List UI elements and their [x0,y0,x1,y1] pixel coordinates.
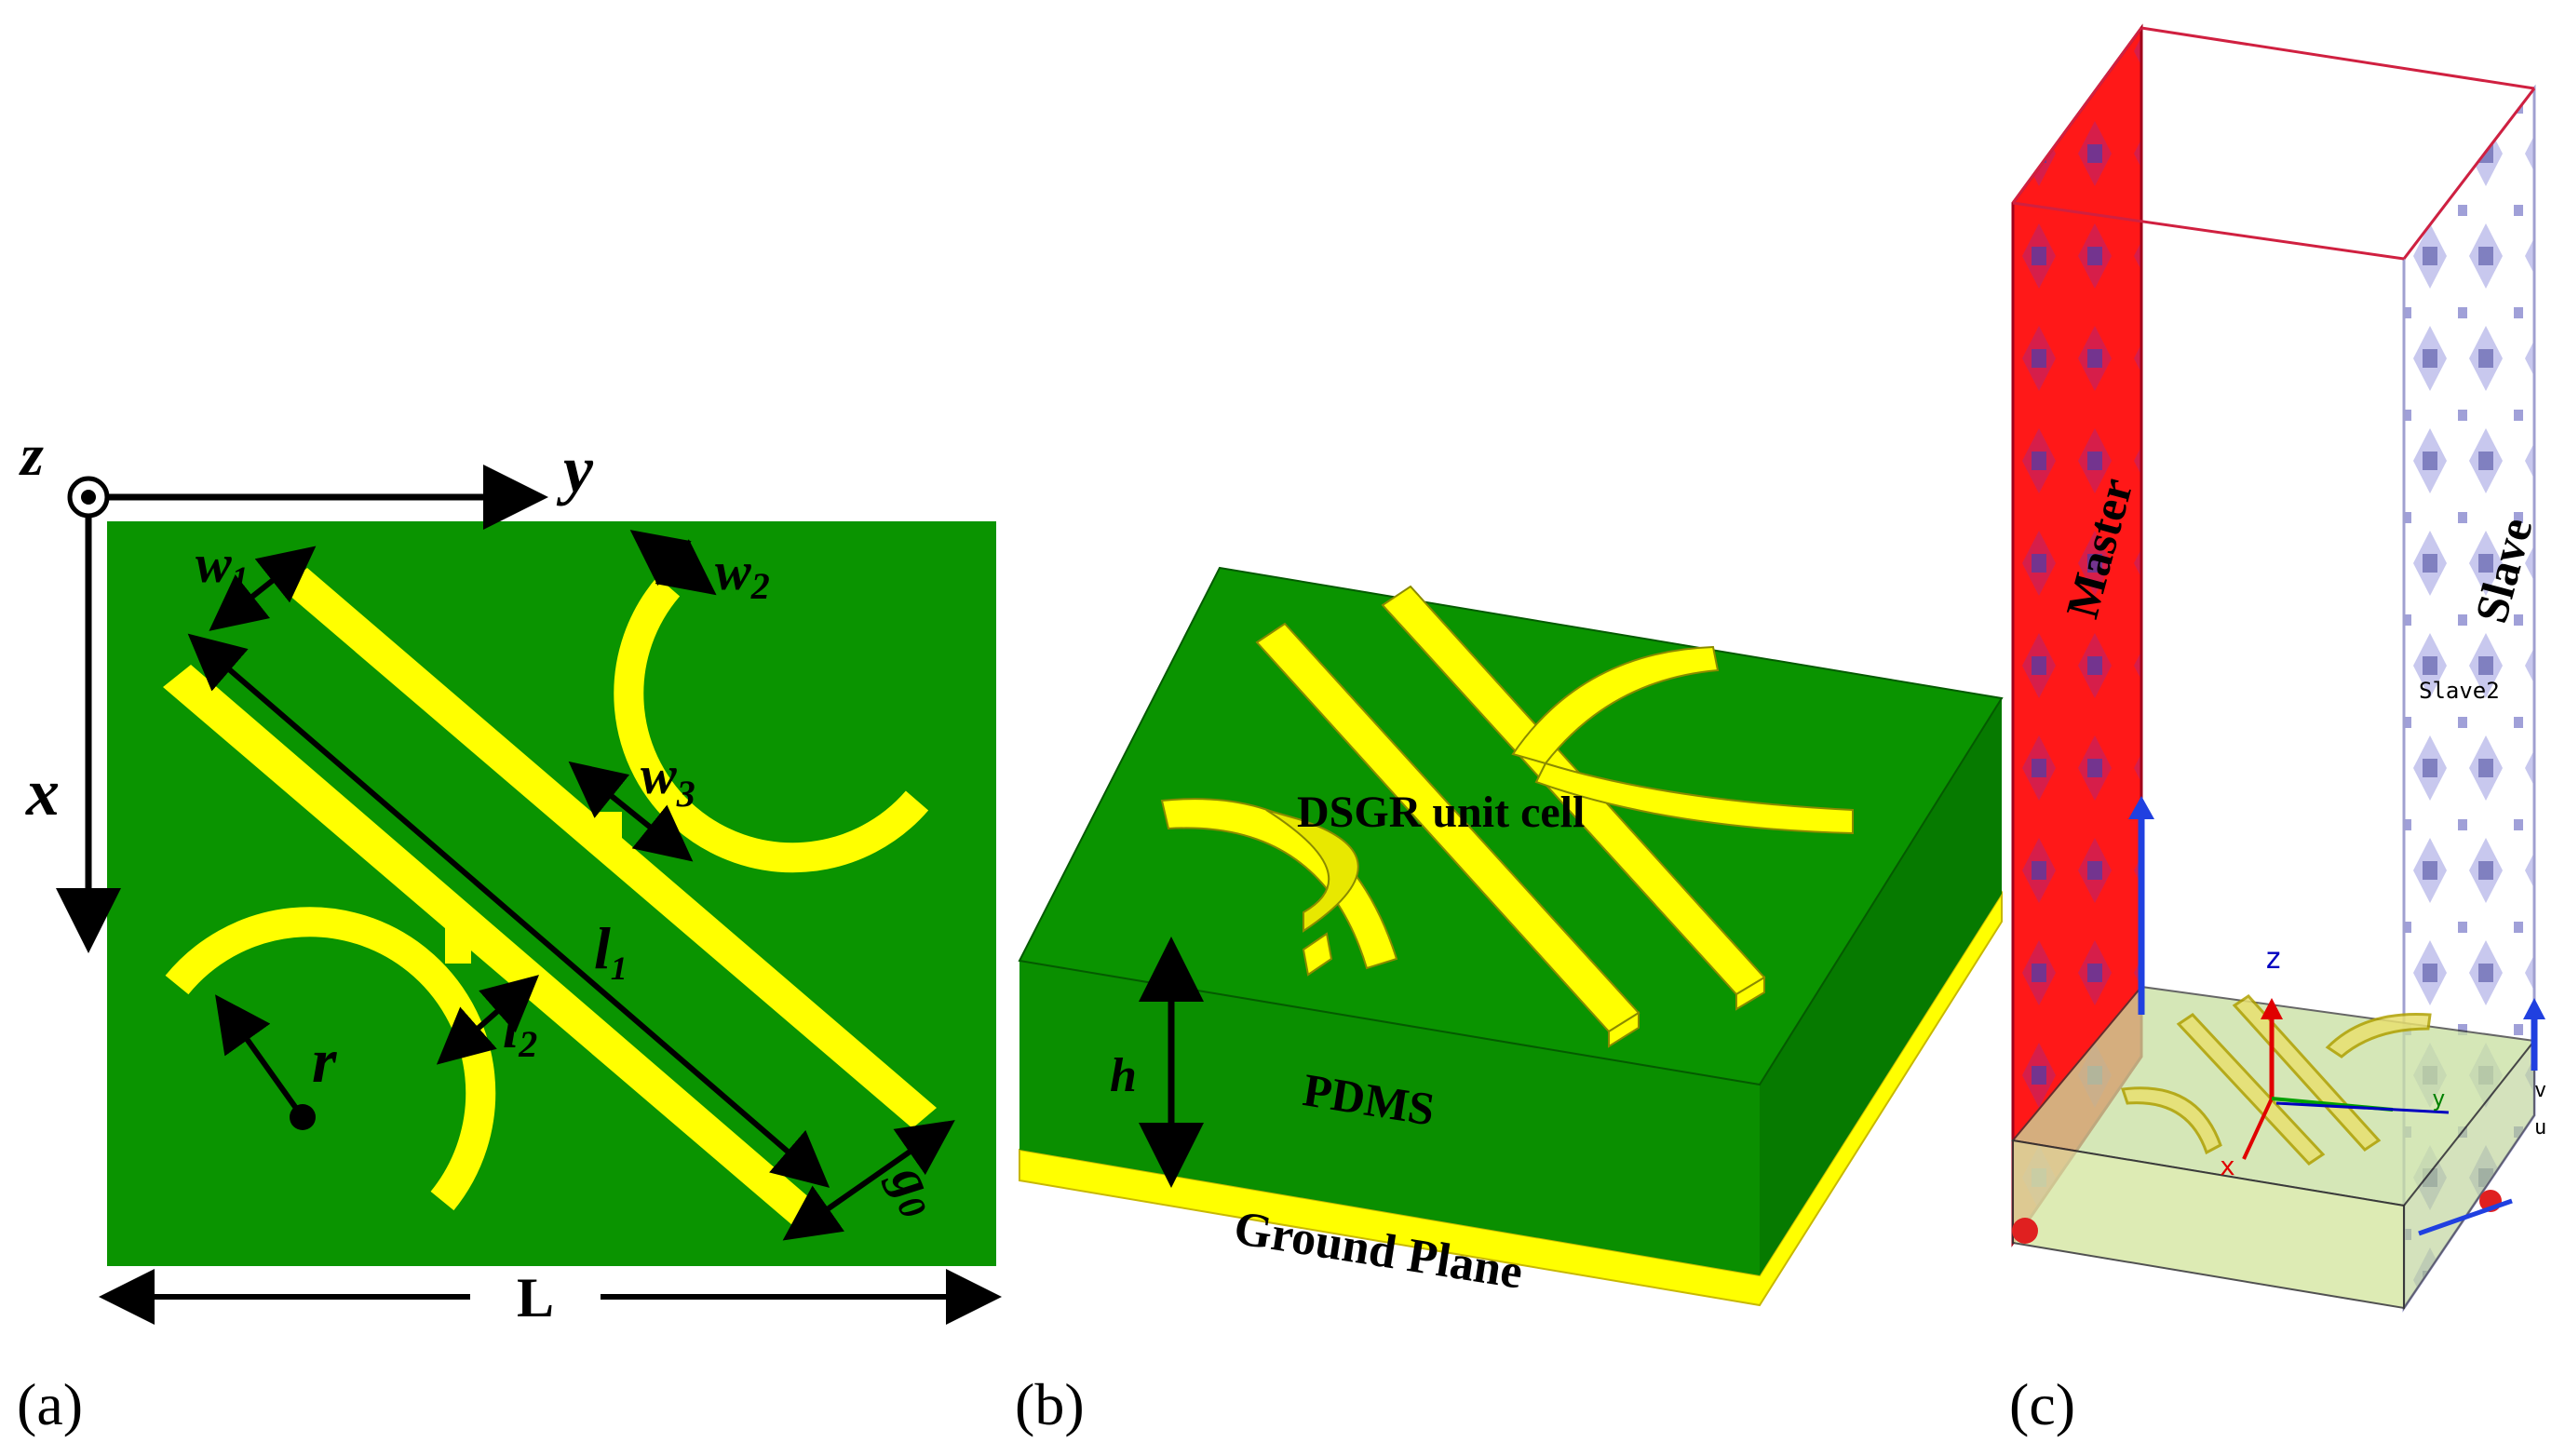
axes-a [56,465,548,953]
panel-b-label: (b) [1015,1371,1085,1437]
dim-r-arrow [215,994,303,1115]
dim-l2-arrow [436,975,540,1065]
vector-v-label: v [2534,1079,2546,1102]
dim-w2-label: w [715,541,751,601]
triad-z-label: z [2264,940,2282,976]
dim-r-label: r [312,1025,337,1096]
unit-cell-label: DSGR unit cell [1297,788,1585,837]
dim-l1-label: l [594,915,611,981]
substrate-front [1019,961,1760,1275]
vector-u-label: u [2534,1116,2546,1139]
svg-text:w1: w1 [196,533,249,597]
svg-text:l1: l1 [594,915,628,987]
svg-text:w2: w2 [715,541,770,607]
triad-x-label: x [2220,1151,2235,1181]
svg-text:l2: l2 [503,997,537,1065]
dim-L-label: L [517,1267,554,1328]
dim-l1-arrow [187,633,830,1188]
height-label: h [1110,1049,1137,1102]
axis-x-label: x [25,755,60,829]
panel-a-label: (a) [17,1371,83,1437]
dim-w2-arrow [629,530,717,596]
substrate-right [1760,698,2002,1275]
substrate-box-side [2403,1038,2535,1312]
dim-w3-label: w [641,745,677,805]
slave2-label: Slave2 [2419,678,2500,704]
panel-c: z x y v u Master Slave Slave2 (c) [2009,23,2546,1437]
air-box-outline [2011,26,2536,261]
axis-triad: z x y [2220,940,2450,1181]
axis-y-label: y [556,432,594,506]
panel-c-label: (c) [2009,1371,2075,1437]
svg-text:w3: w3 [641,745,695,815]
boundary-vectors: v u [2012,796,2546,1244]
triad-y-label: y [2432,1085,2445,1112]
dim-g-arrow [782,1120,955,1241]
dim-w1-arrow [209,546,317,631]
substrate-top-view [107,521,996,1266]
panel-a: z y x w1 w2 w3 l1 l2 r g0 L (a) [17,422,1002,1437]
panel-b: h DSGR unit cell PDMS Ground Plane (b) [1015,566,2004,1437]
axis-z-label: z [19,422,44,488]
dim-l2-label: l [503,997,520,1060]
dim-w1-label: w [196,533,232,594]
unit-cell-3d [1160,585,1854,1048]
radius-center-dot [290,1104,316,1130]
substrate-top [1018,566,2004,1086]
stub-lower [445,922,471,964]
stub-upper [596,812,622,849]
